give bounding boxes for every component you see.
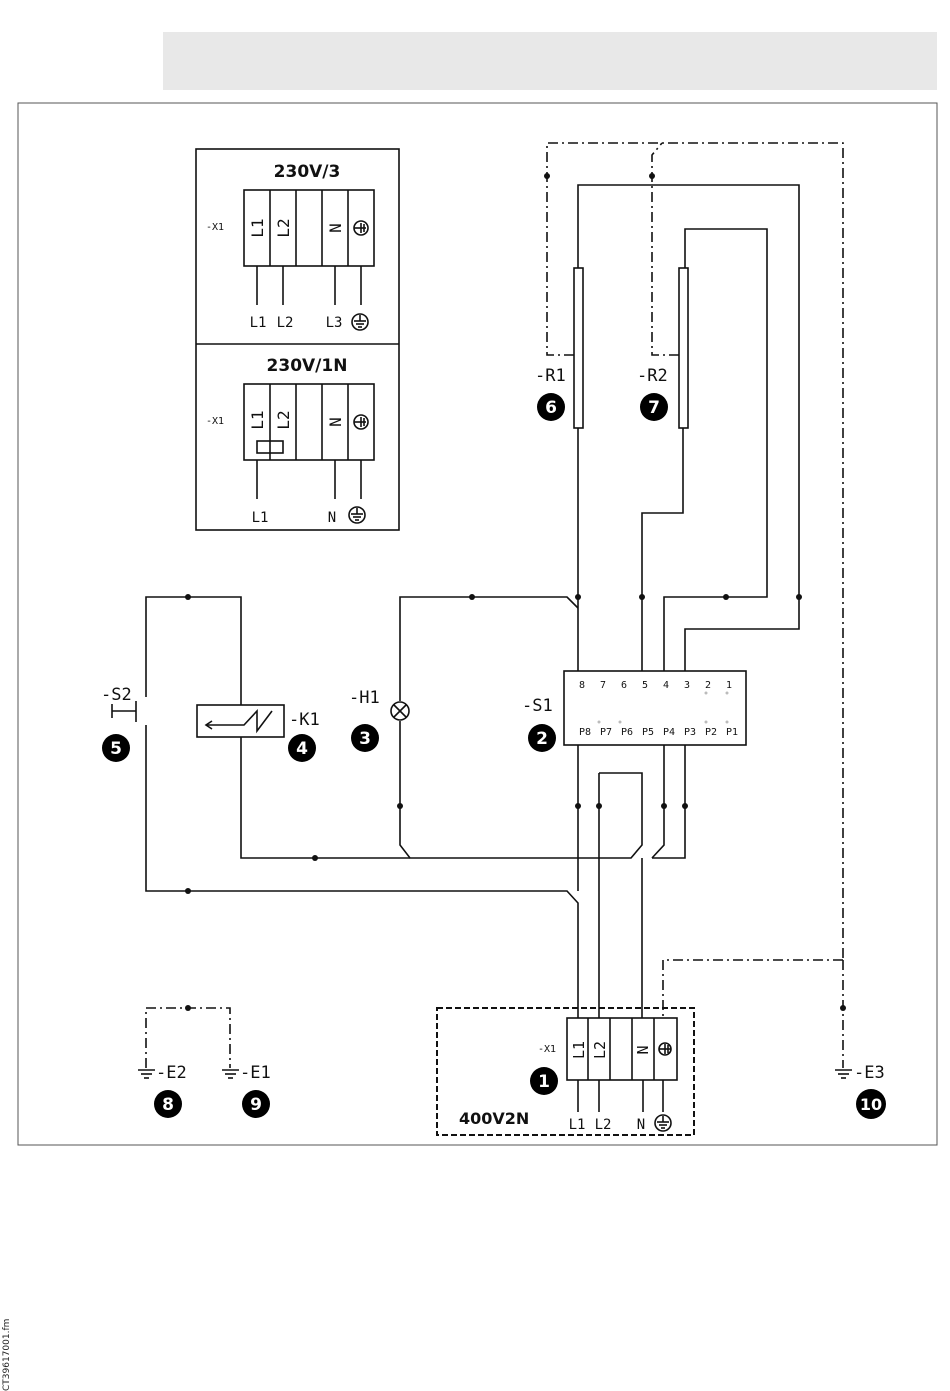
callout-k1: 4: [288, 734, 316, 762]
terminal-label: L1: [248, 410, 267, 429]
switch-label: -S1: [522, 696, 553, 716]
supply-voltage: 400V2N: [459, 1109, 529, 1128]
phase-wiring: [146, 185, 799, 1018]
earth-wiring: [146, 143, 843, 1068]
svg-text:9: 9: [250, 1095, 262, 1115]
supply-label: L3: [326, 315, 343, 331]
svg-text:8: 8: [162, 1095, 174, 1115]
switch-position-bottom: P5: [642, 727, 654, 738]
terminal-label: L2: [274, 218, 293, 237]
supply-label: L1: [250, 315, 267, 331]
svg-text:5: 5: [110, 739, 122, 759]
component-label: -E1: [240, 1063, 271, 1083]
inset-variants: 230V/3 -X1 L1 L2 N L1 L2 L3: [196, 149, 399, 530]
callout-s2: 5: [102, 734, 130, 762]
component-label: -E3: [854, 1063, 885, 1083]
svg-text:10: 10: [860, 1095, 882, 1114]
heating-element-r2: [679, 268, 688, 428]
switch-position-bottom: P1: [726, 727, 738, 738]
switch-position-top: 3: [684, 680, 690, 691]
svg-text:6: 6: [545, 398, 557, 418]
terminal-label: L1: [570, 1041, 588, 1059]
switch-position-bottom: P3: [684, 727, 696, 738]
svg-text:3: 3: [359, 729, 371, 749]
switch-position-top: 1: [726, 680, 732, 691]
terminal-label: N: [326, 223, 345, 233]
variant-title-top: 230V/3: [274, 162, 341, 182]
block-label-main: -X1: [538, 1044, 556, 1055]
variant-title-bottom: 230V/1N: [267, 356, 348, 376]
component-label: -R1: [535, 366, 566, 386]
heating-element-r1: [574, 268, 583, 428]
terminal-label: N: [634, 1045, 652, 1054]
supply-label: L1: [569, 1117, 586, 1133]
svg-text:2: 2: [536, 729, 548, 749]
component-label: -E2: [156, 1063, 187, 1083]
earth-symbol-icon: [835, 1070, 852, 1078]
component-label: -K1: [289, 710, 320, 730]
callout-e2: 8: [154, 1090, 182, 1118]
switch-position-bottom: P7: [600, 727, 612, 738]
main-supply-terminal: L1 L2 N -X1 400V2N L1 L2 N: [437, 1008, 694, 1135]
earth-terminal-icon: [659, 1043, 671, 1055]
terminal-label: N: [326, 417, 345, 427]
svg-text:7: 7: [648, 398, 660, 418]
switch-position-top: 4: [663, 680, 669, 691]
svg-text:4: 4: [296, 739, 308, 759]
callout-r1: 6: [537, 393, 565, 421]
lamp-icon: [391, 702, 409, 720]
supply-label: L1: [252, 510, 269, 526]
terminal-block-top: L1 L2 N: [244, 190, 374, 266]
earth-symbol-icon: [352, 314, 368, 330]
callout-e1: 9: [242, 1090, 270, 1118]
earth-symbol-icon: [222, 1070, 239, 1078]
component-label: -S2: [101, 685, 132, 705]
block-label-bottom: -X1: [206, 416, 224, 427]
supply-label: N: [328, 510, 336, 526]
svg-text:1: 1: [538, 1072, 550, 1092]
callouts: 6 7 3 4 5 2 8 9: [102, 393, 886, 1119]
callout-r2: 7: [640, 393, 668, 421]
callout-main-supply: 1: [530, 1067, 558, 1095]
earth-symbol-icon: [655, 1115, 671, 1131]
component-label: -H1: [349, 688, 380, 708]
callout-e3: 10: [856, 1089, 886, 1119]
callout-s1: 2: [528, 724, 556, 752]
supply-label: L2: [277, 315, 294, 331]
switch-position-top: 2: [705, 680, 711, 691]
supply-label: N: [637, 1117, 645, 1133]
switch-position-bottom: P2: [705, 727, 717, 738]
terminal-label: L2: [274, 410, 293, 429]
callout-h1: 3: [351, 724, 379, 752]
terminal-block-bottom: L1 L2 N: [244, 384, 374, 460]
supply-label: L2: [595, 1117, 612, 1133]
earth-terminal-icon: [354, 221, 368, 235]
thermostat-icon: [197, 705, 284, 737]
earth-symbol-icon: [349, 507, 365, 523]
switch-position-top: 7: [600, 680, 606, 691]
selector-switch-s1: 8 7 6 5 4 3 2 1 P8 P7 P6 P5 P4 P3 P2 P1: [564, 671, 746, 745]
switch-position-bottom: P8: [579, 727, 591, 738]
terminal-label: L2: [591, 1041, 609, 1059]
switch-position-top: 8: [579, 680, 585, 691]
switch-position-bottom: P4: [663, 727, 675, 738]
terminal-label: L1: [248, 218, 267, 237]
switch-position-top: 5: [642, 680, 648, 691]
switch-position-bottom: P6: [621, 727, 633, 738]
switch-position-top: 6: [621, 680, 627, 691]
block-label-top: -X1: [206, 222, 224, 233]
component-label: -R2: [637, 366, 668, 386]
earth-terminal-icon: [354, 415, 368, 429]
earth-symbol-icon: [138, 1070, 155, 1078]
